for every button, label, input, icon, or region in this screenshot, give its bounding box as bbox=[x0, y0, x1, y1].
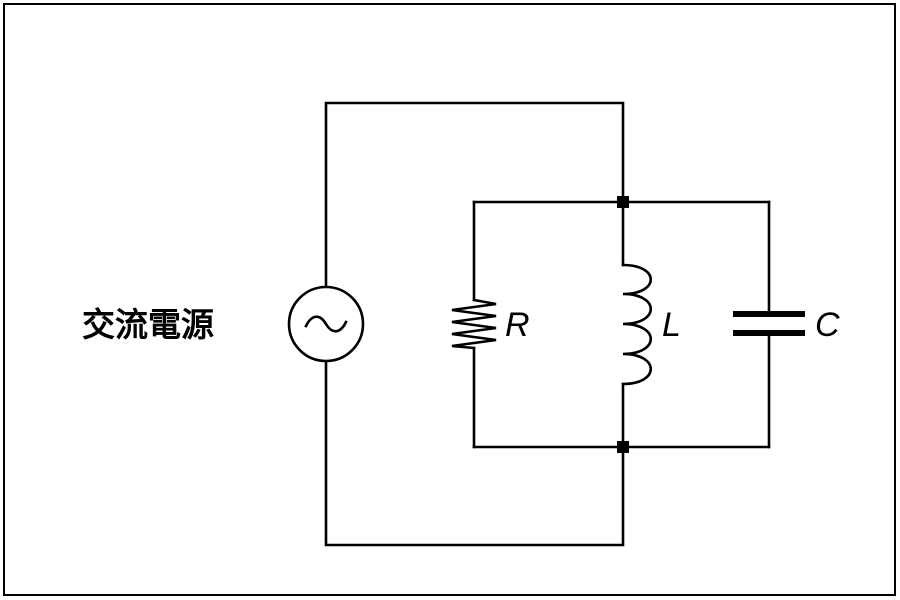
capacitor-plate-bottom bbox=[733, 330, 805, 336]
wire-source-bottom bbox=[324, 360, 625, 547]
resistor-symbol bbox=[451, 298, 497, 350]
junction-top bbox=[617, 196, 629, 208]
capacitor-label: C bbox=[815, 306, 840, 344]
wire-source-top bbox=[324, 101, 625, 288]
sine-wave-icon bbox=[304, 315, 348, 333]
capacitor-plate-top bbox=[733, 311, 805, 317]
resistor-label: R bbox=[505, 306, 530, 344]
inductor-symbol bbox=[621, 263, 652, 386]
inductor-label: L bbox=[662, 306, 681, 344]
frame-border bbox=[3, 3, 896, 596]
junction-bottom bbox=[617, 441, 629, 453]
ac-source-label: 交流電源 bbox=[82, 305, 214, 344]
